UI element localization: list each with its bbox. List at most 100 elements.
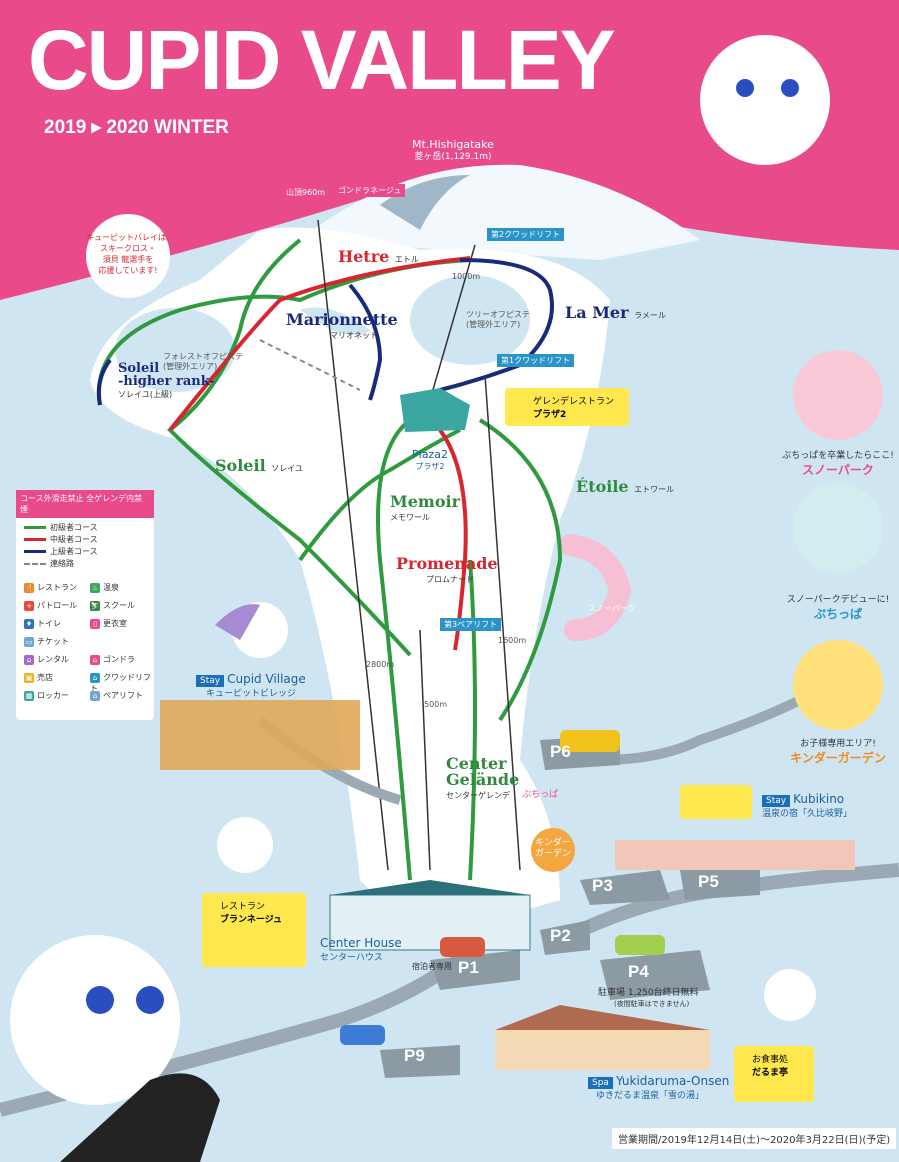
green-course-memoir (376, 418, 412, 881)
lift-line-3 (419, 629, 431, 871)
map-title: CUPID VALLEY (28, 13, 616, 107)
side-panel-snowpark: ぷちっぱを卒業したらここ!スノーパーク (782, 451, 894, 477)
onsen-restaurant-box: お食事処 だるま亭 (734, 1046, 814, 1102)
legend-pair: ⌂ペアリフト (90, 690, 143, 701)
tree-offpiste-area (410, 275, 530, 365)
green-course-center (468, 559, 477, 881)
plaza2-restaurant-box: ゲレンデレストラン プラザ2 (505, 388, 629, 426)
parking-p3: P3 (592, 876, 613, 895)
p4-note: 駐車場 1,250台終日無料 (598, 988, 699, 998)
circle-snowpark (793, 350, 883, 440)
blue-course-lamer (439, 258, 554, 392)
gondola-flag: ゴンドラネージュ (334, 184, 406, 197)
legend-patrol: +パトロール (24, 600, 77, 611)
puchippa-label: ぷちっぱ (522, 790, 559, 800)
p4-lot (600, 950, 710, 1000)
legend-restaurant: 🍴レストラン (24, 582, 77, 593)
blue-course-marionnette (348, 283, 383, 401)
kubikino-building (615, 840, 855, 870)
snow-slopes (90, 227, 610, 940)
tree-offpiste-label: ツリーオフピステ (管理外エリア) (466, 310, 530, 329)
legend-changing: ▯更衣室 (90, 618, 127, 629)
legend-beginner: 初級者コース (24, 522, 98, 533)
p4-sub-note: (夜間駐車はできません) (614, 1000, 690, 1008)
parking-p2: P2 (550, 926, 571, 945)
center-house-restaurant-box: レストラン ブランネージュ (202, 893, 306, 967)
legend-shop: ▣売店 (24, 672, 53, 683)
quad-lift-icon: ⌂ (90, 672, 100, 683)
snowpark-area (559, 534, 632, 641)
legend-onsen: ♨温泉 (90, 582, 119, 593)
shop-icon: ▣ (24, 672, 34, 683)
connector-path (259, 339, 361, 391)
legend-toilet: ♦トイレ (24, 618, 61, 629)
circle-kinder (793, 640, 883, 730)
legend-header: コース外滑走禁止 全ゲレンデ内禁煙 (16, 490, 154, 518)
car-yellow (560, 730, 620, 752)
blue-course-soleil-hr (96, 358, 112, 406)
operating-period: 営業期間/2019年12月14日(土)〜2020年3月22日(日)(予定) (612, 1128, 897, 1149)
onsen-building (495, 1030, 710, 1070)
legend-connector: 連絡路 (24, 558, 74, 569)
mountain-name: Mt.Hishigatake (412, 138, 494, 151)
forest-offpiste-area (115, 308, 235, 392)
changing-room-icon: ▯ (90, 618, 100, 629)
legend-intermediate: 中級者コース (24, 534, 98, 545)
restaurant-icon: 🍴 (24, 582, 34, 593)
athlete-bubble: キューピットバレイは、 スキークロス・ 須貝 龍選手を 応援しています! (86, 214, 174, 298)
cupid-village-buildings (160, 700, 360, 770)
green-course-etoile (478, 418, 563, 722)
course-soleil: Soleil ソレイユ (215, 456, 304, 475)
lift-line-2 (484, 374, 521, 871)
rental-icon: ⌂ (24, 654, 34, 665)
legend-locker: ▦ロッカー (24, 690, 69, 701)
forest-offpiste-label: フォレストオフピステ (管理外エリア) (163, 352, 243, 371)
green-course-soleil (167, 238, 412, 657)
summit-elevation: 山頂960m (286, 188, 326, 197)
kubikino-facility-box (680, 785, 752, 819)
p1-lot (430, 950, 520, 990)
snowman-character-bottom (10, 935, 180, 1105)
pair3-flag: 第3ペアリフト (440, 618, 502, 631)
course-lamer: La Mer ラメール (565, 303, 666, 322)
gondola-line (317, 219, 389, 871)
lift-length-500: 500m (424, 700, 448, 709)
school-icon: ⛷ (90, 600, 100, 611)
season-label: 2019 ▸ 2020 WINTER (44, 117, 229, 138)
lift-length-1600: 1600m (498, 636, 527, 645)
snowman-character-top (700, 35, 830, 165)
red-course-hetre (168, 256, 471, 432)
side-panel-kinder: お子様専用エリア!キンダーガーデン (790, 739, 886, 765)
plaza2-building (400, 388, 470, 432)
toilet-icon: ♦ (24, 618, 34, 629)
side-panel-puchippa: スノーパークデビューに!ぷちっぱ (786, 595, 890, 621)
center-house-building (329, 894, 531, 951)
legend-advanced: 上級者コース (24, 546, 98, 557)
legend-gondola: ⌂ゴンドラ (90, 654, 135, 665)
onsen-icon: ♨ (90, 582, 100, 593)
parking-p5: P5 (698, 872, 719, 891)
locker-icon: ▦ (24, 690, 34, 701)
legend-quad: ⌂クワッドリフト (90, 672, 151, 693)
gondola-icon: ⌂ (90, 654, 100, 665)
kinder-garden-label: キンダー ガーデン (531, 828, 575, 872)
legend-school: ⛷スクール (90, 600, 135, 611)
parking-p6: P6 (550, 742, 571, 761)
parking-p9: P9 (404, 1046, 425, 1065)
parking-p1: P1 (458, 958, 479, 977)
snowpark-label: スノーパーク (588, 604, 636, 613)
quad2-flag: 第2クワッドリフト (487, 228, 565, 241)
quad1-flag: 第1クワッドリフト (497, 354, 575, 367)
p1-note: 宿泊者専用 (412, 962, 452, 971)
p3-lot (580, 870, 670, 905)
course-soleil-higher-rank: Soleil-higher rank-ソレイユ(上級) (118, 361, 215, 399)
mountain-label: Mt.Hishigatake 菱ヶ岳(1,129.1m) (412, 138, 494, 164)
pair-lift-icon: ⌂ (90, 690, 100, 701)
lift-line-1 (429, 244, 476, 401)
